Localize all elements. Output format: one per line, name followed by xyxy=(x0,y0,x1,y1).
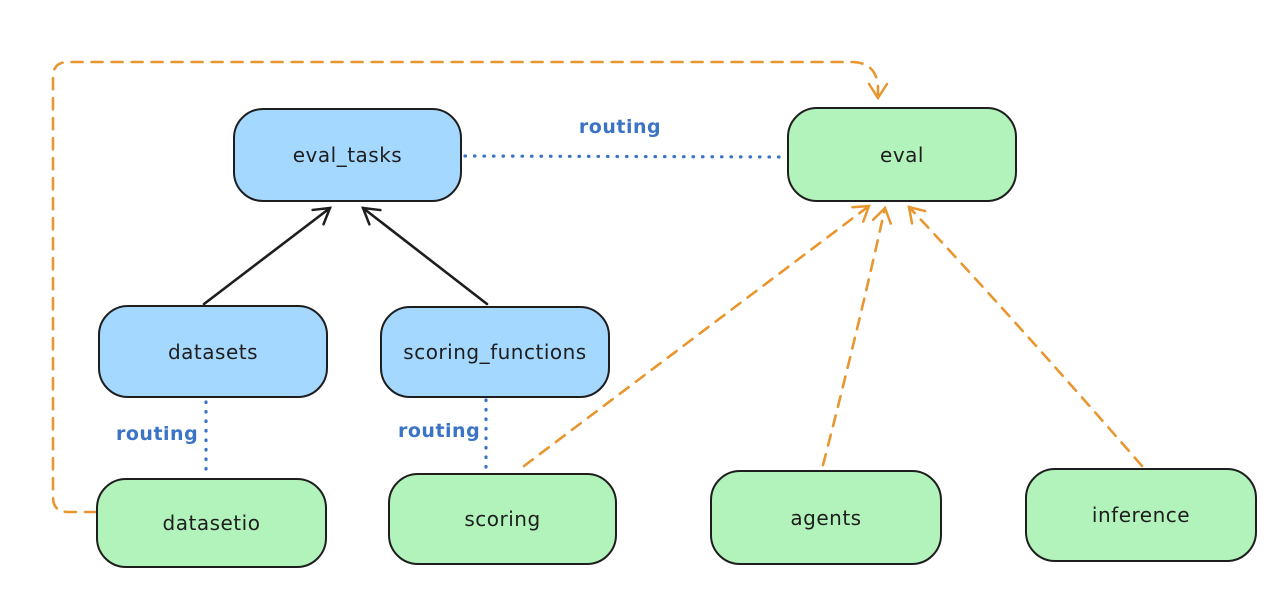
node-eval-label: eval xyxy=(880,142,924,167)
node-scoring: scoring xyxy=(388,473,617,565)
node-eval-tasks: eval_tasks xyxy=(233,108,462,202)
edge-datasetio-to-eval-loop xyxy=(51,60,889,514)
node-agents-label: agents xyxy=(790,505,862,530)
edge-datasets-to-eval-tasks xyxy=(202,206,332,306)
node-eval-tasks-label: eval_tasks xyxy=(292,143,403,167)
edge-agents-to-eval xyxy=(821,205,893,467)
node-datasetio: datasetio xyxy=(96,478,327,568)
routing-label-scoring-functions-scoring: routing xyxy=(398,420,481,442)
node-datasets: datasets xyxy=(98,305,328,398)
edge-inference-to-eval xyxy=(907,205,1144,468)
node-inference-label: inference xyxy=(1091,503,1191,527)
node-agents: agents xyxy=(710,470,942,565)
node-datasetio-label: datasetio xyxy=(162,511,261,535)
node-scoring-label: scoring xyxy=(464,507,541,531)
node-scoring-functions-label: scoring_functions xyxy=(403,340,587,364)
routing-label-eval-tasks-eval: routing xyxy=(578,116,662,138)
edge-scoring-to-eval xyxy=(522,204,871,468)
node-inference: inference xyxy=(1025,468,1257,562)
edge-eval-tasks-to-eval-routing xyxy=(463,154,787,159)
routing-label-datasets-datasetio: routing xyxy=(116,423,199,445)
node-eval: eval xyxy=(787,107,1017,202)
node-datasets-label: datasets xyxy=(167,339,259,364)
node-scoring-functions: scoring_functions xyxy=(380,306,610,398)
edge-scoring-functions-to-eval-tasks xyxy=(361,206,489,306)
